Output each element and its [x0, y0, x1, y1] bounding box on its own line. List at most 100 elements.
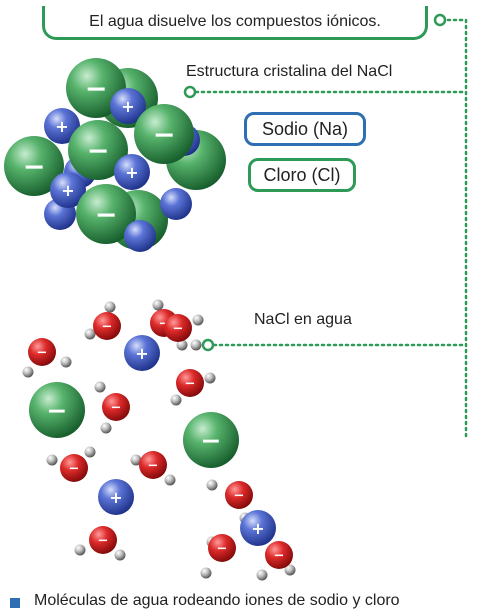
hydrogen-atom [170, 394, 182, 406]
minus-sign: − [47, 396, 68, 425]
crystal-structure-label: Estructura cristalina del NaCl [186, 63, 393, 80]
water-molecule: − [46, 446, 96, 482]
connector-marker-water [201, 338, 215, 352]
minus-sign: − [217, 542, 228, 557]
hydrogen-atom [256, 569, 268, 581]
water-molecule: − [84, 301, 121, 340]
oxygen-atom [89, 526, 117, 554]
minus-sign: − [95, 200, 118, 231]
minus-sign: − [185, 377, 196, 392]
sodium-ion [114, 154, 150, 190]
oxygen-atom [28, 338, 56, 366]
hydrogen-atom [94, 381, 106, 393]
nacl-crystal: −++−−−++− [4, 58, 226, 252]
water-molecule: − [256, 541, 296, 581]
chloride-ion [68, 120, 128, 180]
plus-sign: + [121, 97, 134, 116]
chloride-ion [183, 412, 239, 468]
water-molecule: − [74, 526, 126, 561]
sodium-ion [44, 108, 80, 144]
minus-sign: − [274, 549, 285, 564]
water-molecule: − [130, 451, 176, 486]
sodium-ion [160, 188, 192, 220]
page-title: El agua disuelve los compuestos iónicos. [89, 12, 381, 30]
sodium-ion [124, 335, 160, 371]
plus-sign: + [55, 117, 68, 136]
hydrogen-atom [74, 544, 86, 556]
hydrogen-atom [84, 446, 96, 458]
minus-sign: − [102, 320, 113, 335]
chloride-ion [29, 382, 85, 438]
water-molecule: − [170, 369, 216, 406]
chloride-ion [76, 184, 136, 244]
sodium-label-box: Sodio (Na) [244, 112, 366, 146]
minus-sign: − [159, 317, 170, 332]
hydrogen-atom [114, 549, 126, 561]
hydrogen-atom [204, 372, 216, 384]
oxygen-atom [139, 451, 167, 479]
plus-sign: + [61, 181, 74, 200]
chlorine-label: Cloro (Cl) [263, 164, 341, 185]
minus-sign: − [87, 136, 110, 167]
hydrogen-atom [152, 299, 164, 311]
minus-sign: − [234, 489, 245, 504]
plus-sign: + [125, 163, 138, 182]
oxygen-atom [60, 454, 88, 482]
hydrogen-atom [104, 301, 116, 313]
hydrogen-atom [46, 454, 58, 466]
connector-marker-title [433, 13, 447, 27]
water-molecule: − [22, 338, 72, 378]
water-molecule: − [200, 534, 236, 579]
minus-sign: − [153, 120, 176, 151]
oxygen-atom [208, 534, 236, 562]
chloride-ion [134, 104, 194, 164]
plus-sign: + [251, 519, 264, 538]
hydrogen-atom [164, 474, 176, 486]
water-molecule: − [164, 314, 202, 351]
hydrogen-atom [190, 339, 202, 351]
plus-sign: + [109, 488, 122, 507]
minus-sign: − [173, 322, 184, 337]
oxygen-atom [93, 312, 121, 340]
chlorine-label-box: Cloro (Cl) [248, 158, 356, 192]
chloride-ion [4, 136, 64, 196]
plus-sign: + [135, 344, 148, 363]
hydrogen-atom [84, 328, 96, 340]
connector-marker-crystal [183, 85, 197, 99]
sodium-ion [98, 479, 134, 515]
sodium-label: Sodio (Na) [261, 118, 349, 139]
minus-sign: − [37, 346, 48, 361]
oxygen-atom [102, 393, 130, 421]
water-molecule: − [94, 381, 130, 434]
sodium-ion [124, 220, 156, 252]
minus-sign: − [111, 401, 122, 416]
hydrogen-atom [192, 314, 204, 326]
hydrogen-atom [100, 422, 112, 434]
hydrogen-atom [200, 567, 212, 579]
nacl-in-water-label: NaCl en agua [254, 311, 352, 328]
oxygen-atom [176, 369, 204, 397]
minus-sign: − [148, 459, 159, 474]
hydrogen-atom [176, 339, 188, 351]
title-box: El agua disuelve los compuestos iónicos. [42, 6, 428, 40]
hydrogen-atom [22, 366, 34, 378]
hydrogen-atom [130, 454, 142, 466]
figure-caption: Moléculas de agua rodeando iones de sodi… [34, 592, 400, 609]
oxygen-atom [265, 541, 293, 569]
sodium-ion [50, 172, 86, 208]
caption-bullet [10, 598, 20, 608]
oxygen-atom [225, 481, 253, 509]
minus-sign: − [85, 74, 108, 105]
minus-sign: − [98, 534, 109, 549]
minus-sign: − [201, 426, 222, 455]
sodium-ion [240, 510, 276, 546]
hydrogen-atom [206, 479, 218, 491]
minus-sign: − [69, 462, 80, 477]
hydrogen-atom [284, 564, 296, 576]
minus-sign: − [23, 152, 46, 183]
oxygen-atom [164, 314, 192, 342]
sodium-ion [110, 88, 146, 124]
hydrogen-atom [60, 356, 72, 368]
